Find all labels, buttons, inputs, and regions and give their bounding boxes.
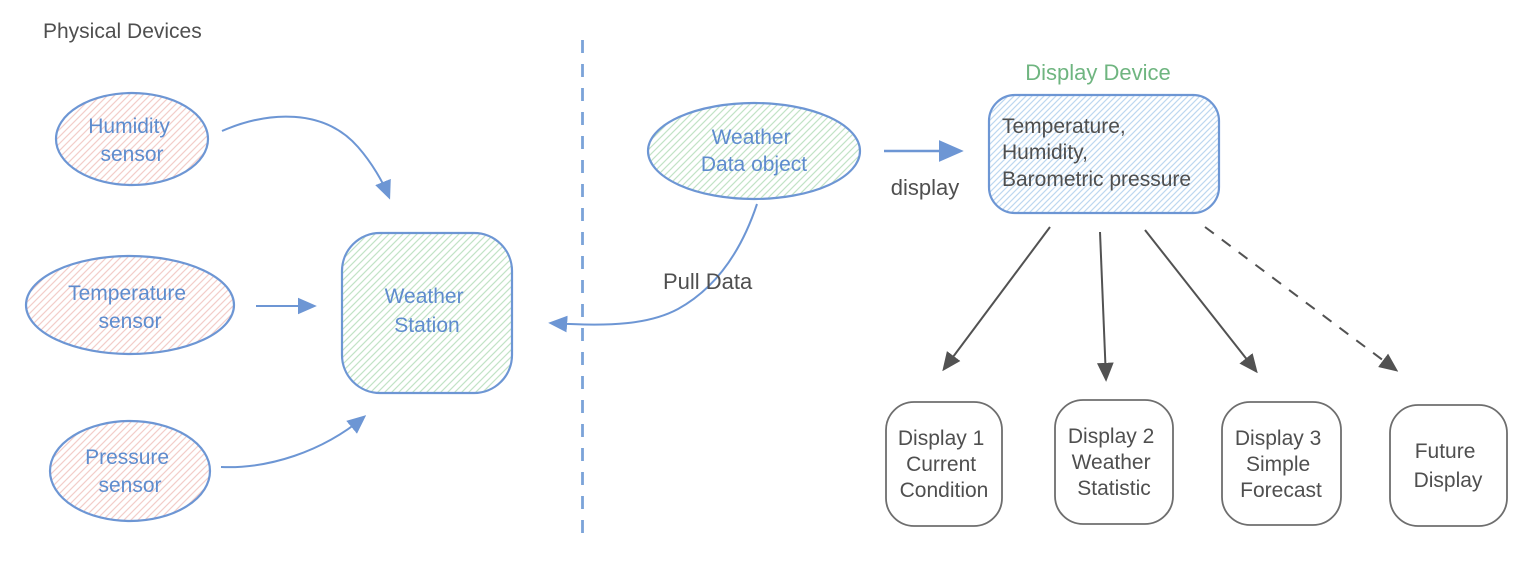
pressure-sensor-node: Pressure sensor (48, 419, 212, 523)
display-3-label: Display 3 Simple Forecast (1235, 427, 1327, 502)
display-2-node: Display 2 Weather Statistic (1054, 399, 1174, 525)
weather-station-node: Weather Station (340, 231, 514, 395)
temperature-sensor-node: Temperature sensor (24, 254, 236, 356)
pull-data-arrow (548, 203, 758, 333)
arrow-pressure-to-station (220, 415, 367, 469)
temperature-sensor-ellipse (24, 254, 236, 356)
future-display-node: Future Display (1389, 404, 1508, 527)
arrow-device-to-display-3 (1144, 229, 1258, 374)
pull-data-label: Pull Data (663, 269, 753, 294)
weather-station-label: Weather Station (385, 285, 470, 337)
display-device-node: Temperature, Humidity, Barometric pressu… (987, 93, 1221, 215)
display-1-box (885, 401, 1003, 527)
arrow-device-to-display-1 (942, 226, 1051, 372)
display-2-label: Display 2 Weather Statistic (1068, 425, 1160, 500)
display-1-label: Display 1 Current Condition (898, 427, 990, 502)
humidity-sensor-label: Humidity sensor (88, 115, 176, 166)
display-device-readings: Temperature, Humidity, Barometric pressu… (1002, 115, 1191, 191)
display-arrow-label: display (891, 175, 959, 200)
display-device-label: Display Device (1025, 60, 1171, 85)
pressure-sensor-label: Pressure sensor (85, 446, 175, 497)
physical-devices-label: Physical Devices (43, 20, 202, 43)
weather-data-object-ellipse (646, 101, 862, 201)
display-3-node: Display 3 Simple Forecast (1221, 401, 1342, 526)
display-3-box (1221, 401, 1342, 526)
temperature-sensor-label: Temperature sensor (68, 282, 192, 333)
future-display-label: Future Display (1414, 440, 1483, 492)
pressure-sensor-ellipse (48, 419, 212, 523)
arrow-device-to-display-2 (1096, 231, 1114, 382)
arrow-humidity-to-station (221, 115, 391, 200)
display-device-box (987, 93, 1221, 215)
weather-data-object-label: Weather Data object (701, 126, 807, 176)
weather-station-box (340, 231, 514, 395)
arrow-device-to-future-display (1204, 226, 1399, 372)
display-1-node: Display 1 Current Condition (885, 401, 1003, 527)
humidity-sensor-node: Humidity sensor (54, 91, 210, 187)
weather-data-object-node: Weather Data object (646, 101, 862, 201)
display-2-box (1054, 399, 1174, 525)
future-display-box (1389, 404, 1508, 527)
humidity-sensor-ellipse (54, 91, 210, 187)
